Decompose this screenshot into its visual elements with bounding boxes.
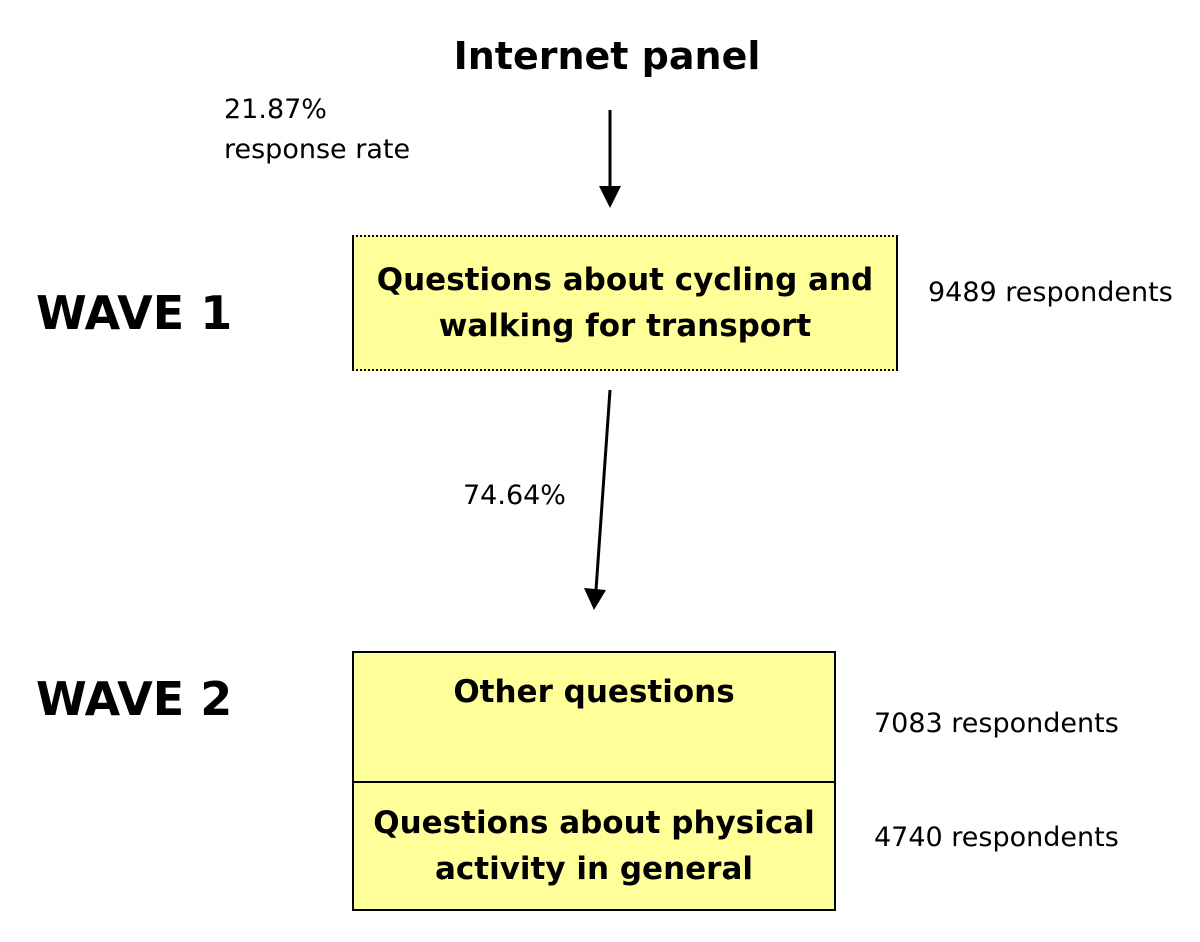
wave1-box: Questions about cycling and walking for … xyxy=(352,235,898,371)
arrow-wave1-to-wave2-head xyxy=(584,588,606,610)
wave1-label: WAVE 1 xyxy=(36,286,233,340)
arrow-wave1-to-wave2 xyxy=(594,389,612,591)
wave2-box: Other questions Questions about physical… xyxy=(352,651,836,911)
response-rate-value: 21.87% xyxy=(224,94,327,125)
retention-rate: 74.64% xyxy=(463,480,566,511)
response-rate-label: response rate xyxy=(224,134,411,165)
response-rate-note: 21.87% response rate xyxy=(224,90,410,170)
wave2-divider xyxy=(354,781,834,783)
wave2-top-box-text: Other questions xyxy=(453,674,735,710)
wave1-box-text: Questions about cycling and walking for … xyxy=(376,262,874,344)
wave1-respondents: 9489 respondents xyxy=(928,277,1173,308)
source-label: Internet panel xyxy=(453,34,761,78)
wave2-label: WAVE 2 xyxy=(36,672,233,726)
arrow-panel-to-wave1-head xyxy=(599,186,621,208)
wave2-bottom-box-text: Questions about physical activity in gen… xyxy=(373,805,815,887)
wave2-bottom-respondents: 4740 respondents xyxy=(874,822,1119,853)
wave2-top-respondents: 7083 respondents xyxy=(874,708,1119,739)
